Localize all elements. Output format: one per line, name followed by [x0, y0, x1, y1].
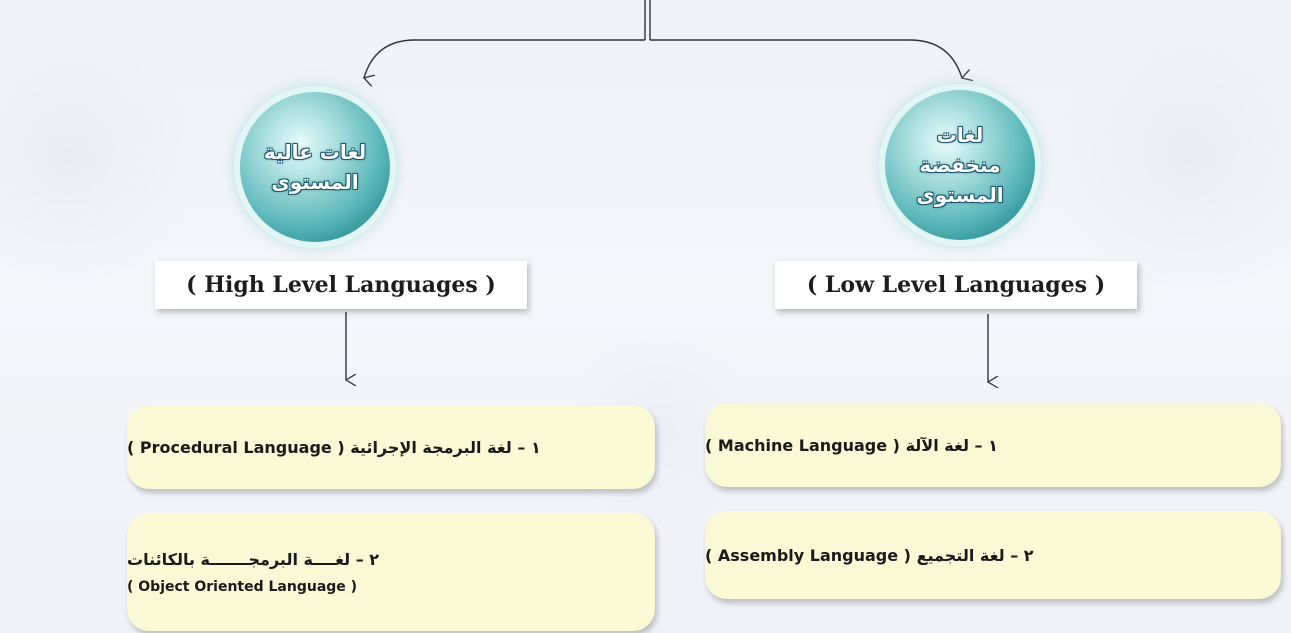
low-level-circle: لغات منخفضة المستوى — [885, 90, 1035, 240]
branch-arrow-low — [650, 39, 962, 78]
high-level-circle-line: لغات عالية — [263, 140, 367, 164]
background-swirl — [0, 30, 200, 290]
item-text: ٢ – لغة التجميع ( Assembly Language ) — [705, 545, 1034, 565]
item-subtext: ( Object Oriented Language ) — [127, 578, 358, 595]
high-level-label: ( High Level Languages ) — [155, 261, 527, 309]
low-level-circle-line: لغات — [936, 123, 984, 147]
background-swirl — [1050, 20, 1291, 300]
item-text: ٢ – لغــــة البرمجـــــــة بالكائنات — [127, 549, 380, 569]
low-level-circle-line: المستوى — [916, 183, 1004, 207]
low-level-circle-line: منخفضة — [919, 153, 1001, 177]
high-level-circle: لغات عالية المستوى — [240, 92, 390, 242]
low-level-item-machine: ١ – لغة الآلة ( Machine Language ) — [705, 403, 1281, 487]
high-level-item-object-oriented: ٢ – لغــــة البرمجـــــــة بالكائنات ( O… — [127, 513, 655, 631]
item-text: ١ – لغة البرمجة الإجرائية ( Procedural L… — [127, 437, 541, 457]
branch-arrow-high — [364, 39, 645, 78]
low-level-label: ( Low Level Languages ) — [775, 261, 1137, 309]
item-text: ١ – لغة الآلة ( Machine Language ) — [705, 435, 998, 455]
high-level-item-procedural: ١ – لغة البرمجة الإجرائية ( Procedural L… — [127, 405, 655, 489]
high-level-circle-line: المستوى — [271, 170, 359, 194]
low-level-item-assembly: ٢ – لغة التجميع ( Assembly Language ) — [705, 511, 1281, 599]
